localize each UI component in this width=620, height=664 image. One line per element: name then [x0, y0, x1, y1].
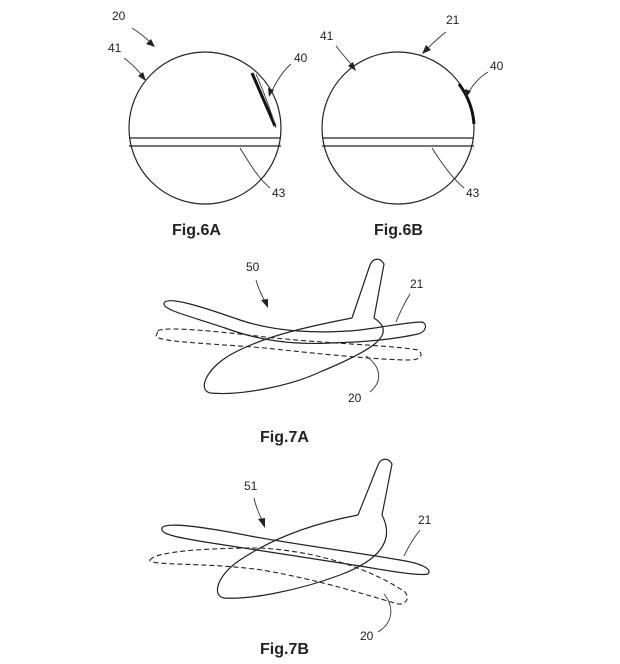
figure-caption: Fig.7B — [260, 641, 309, 658]
ref-label-band: 43 — [272, 186, 286, 200]
figure-6b: 21 41 40 43 Fig.6B — [320, 13, 504, 239]
temple-arm — [357, 458, 393, 516]
leader-line — [253, 497, 264, 523]
edge-segment — [250, 72, 277, 127]
ref-label-assembly: 50 — [246, 260, 260, 274]
edge-segment-outline — [255, 73, 277, 129]
lens-dashed — [149, 547, 408, 605]
frame-body — [216, 514, 388, 599]
lens-solid — [163, 300, 427, 344]
temple-arm — [351, 258, 385, 319]
arrowhead — [465, 89, 471, 98]
figure-caption: Fig.6B — [374, 222, 423, 239]
leader-line — [425, 31, 447, 51]
arrowhead — [138, 72, 146, 81]
leader-line — [467, 71, 489, 95]
lens-circle — [321, 51, 475, 205]
ref-label-dashed: 20 — [360, 629, 374, 643]
arrowhead — [258, 518, 265, 528]
arrowhead — [268, 88, 274, 97]
arrowhead — [422, 45, 431, 54]
lens-circle — [128, 51, 282, 205]
ref-label-main: 20 — [112, 9, 126, 23]
figure-7b: 51 21 20 Fig.7B — [149, 458, 432, 658]
ref-label-assembly: 51 — [244, 479, 258, 493]
lens-dashed — [155, 328, 422, 361]
ref-label-band: 43 — [466, 186, 480, 200]
figure-7a: 50 21 20 Fig.7A — [155, 258, 427, 446]
leader-line — [239, 147, 271, 189]
leader-line — [395, 293, 411, 323]
edge-segment — [457, 83, 476, 125]
leader-line — [365, 355, 380, 393]
ref-label-edge: 40 — [294, 51, 308, 65]
ref-label-main: 21 — [446, 13, 460, 27]
arrowhead — [261, 299, 268, 308]
leader-line — [270, 63, 292, 94]
leader-line — [377, 593, 392, 633]
ref-label-edge: 40 — [490, 59, 504, 73]
ref-label-solid: 21 — [410, 277, 424, 291]
figure-caption: Fig.7A — [260, 429, 309, 446]
frame-body — [203, 317, 384, 395]
ref-label-circle: 41 — [320, 29, 334, 43]
arrowhead — [146, 39, 155, 47]
figure-6a: 20 41 40 43 Fig.6A — [108, 9, 308, 239]
ref-label-solid: 21 — [418, 513, 432, 527]
ref-label-dashed: 20 — [348, 391, 362, 405]
leader-line — [431, 147, 465, 189]
arrowhead — [348, 62, 356, 71]
lens-solid — [161, 524, 430, 576]
figure-caption: Fig.6A — [172, 222, 221, 239]
leader-line — [403, 529, 421, 557]
ref-label-circle: 41 — [108, 41, 122, 55]
